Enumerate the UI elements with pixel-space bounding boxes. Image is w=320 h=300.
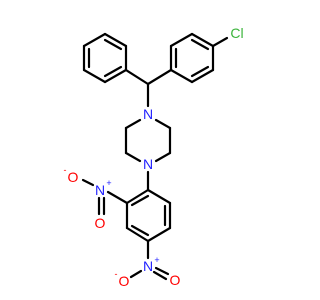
atom-oxygen-minus-para: O: [119, 273, 130, 289]
charge-plus-ortho: +: [106, 178, 111, 188]
atom-oxygen-minus-ortho: O: [68, 169, 79, 185]
molecule-structure: Cl N N N + O - O: [64, 25, 244, 289]
atom-nitro-nitrogen-ortho: N: [95, 182, 105, 198]
phenyl-ring: [82, 32, 128, 84]
chlorophenyl-ring: [169, 32, 215, 84]
atom-oxygen-double-para: O: [170, 272, 181, 288]
charge-minus-ortho: -: [64, 165, 67, 175]
atom-nitro-nitrogen-para: N: [143, 258, 153, 274]
atom-nitrogen-top: N: [143, 106, 153, 122]
benzhydryl-center: [124, 68, 173, 108]
charge-minus-para: -: [115, 269, 118, 279]
nitro-group-para: [129, 239, 170, 281]
charge-plus-para: +: [154, 255, 159, 265]
nitro-group-ortho: [81, 178, 129, 216]
piperazine-ring: [124, 118, 172, 163]
dinitrophenyl-ring: [125, 188, 172, 243]
bond-c-cl: [211, 36, 229, 48]
atom-chlorine: Cl: [230, 25, 243, 41]
atom-nitrogen-bottom: N: [143, 156, 153, 172]
atom-oxygen-double-ortho: O: [95, 215, 106, 231]
